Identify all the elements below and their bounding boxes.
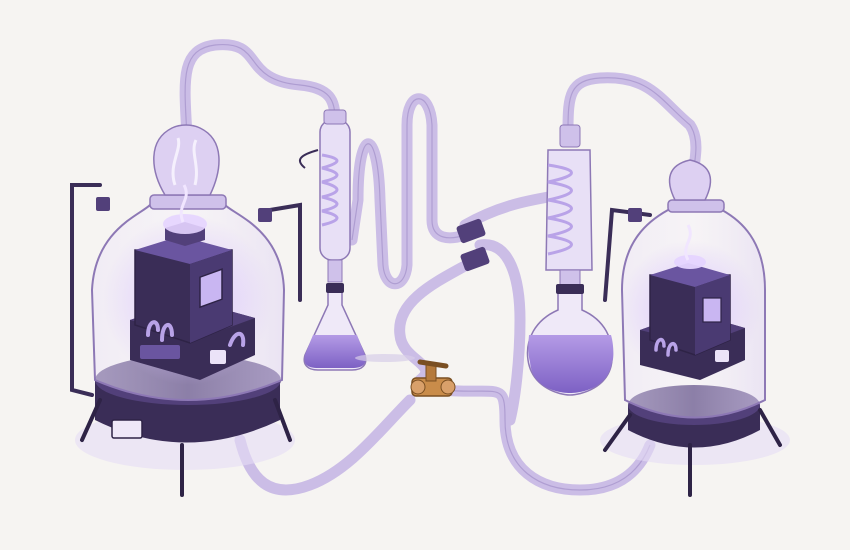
right-processor-chip: [620, 224, 760, 380]
right-condenser-column: [545, 124, 593, 291]
floor-shadow: [355, 354, 415, 362]
left-condenser-column: [298, 109, 351, 283]
left-erlenmeyer-flask: [303, 283, 367, 371]
tubing-outline: [184, 44, 697, 491]
brass-valve: [410, 359, 456, 397]
left-processor-chip: [103, 184, 273, 385]
t-junction-connectors: [456, 218, 490, 272]
right-round-flask: [526, 284, 614, 396]
